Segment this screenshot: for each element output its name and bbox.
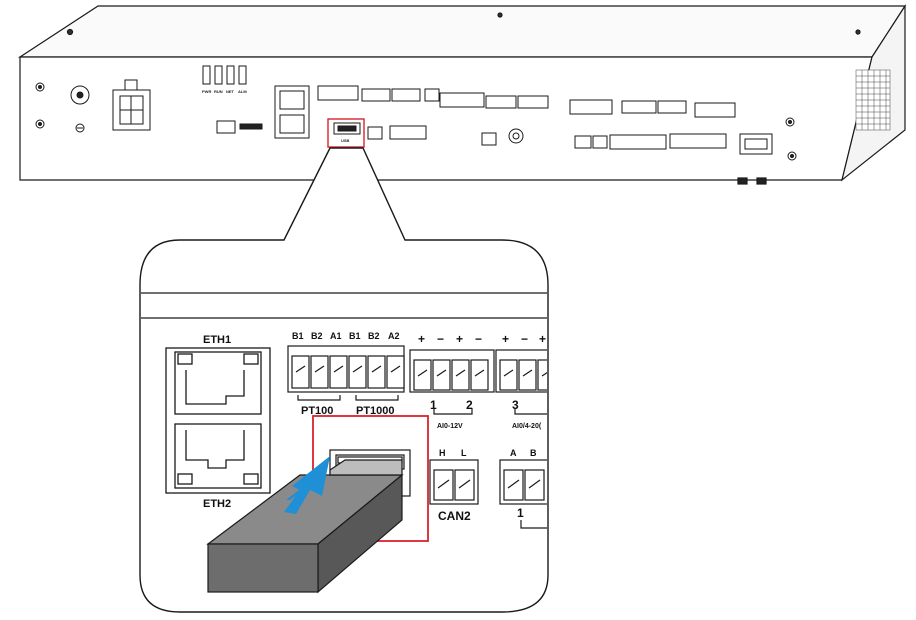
status-leds [202,65,247,85]
can2-terminal-block [429,459,479,505]
pt-terminal-block [287,345,405,401]
ai-num-2: 2 [466,398,473,412]
eth-port-block [165,347,271,494]
pt-pin-b2b: B2 [368,331,380,341]
eth2-label: ETH2 [203,498,231,510]
pt-pin-b1b: B1 [349,331,361,341]
led-label-pwr: PWR [202,89,211,94]
ai-sign-1: + [418,332,425,346]
pt1000-label: PT1000 [356,405,395,417]
rs-pin-b: B [530,448,537,458]
rs485-terminal-block [499,459,547,529]
ai-sign-4: − [475,332,482,346]
terminal-row-bottom [367,125,773,155]
device-usb-label: USB [341,138,350,143]
ai-range-label-2: AI0/4-20( [512,423,542,430]
ai-terminal-block [409,349,547,415]
zoomed-panel: ETH1 ETH2 B1 B2 A1 B1 B2 A2 PT100 PT1000 [141,241,547,611]
pt-pin-b1: B1 [292,331,304,341]
ai-sign-5: + [502,332,509,346]
pt-pin-b2: B2 [311,331,323,341]
rs-pin-a: A [510,448,517,458]
pt100-label: PT100 [301,405,333,417]
pt-pin-a2: A2 [388,331,400,341]
ai-sign-2: − [437,332,444,346]
ai-num-1: 1 [430,398,437,412]
terminal-row-top [317,85,736,118]
device-front-details: PWR RUN NET ALM [35,65,797,161]
eth1-label: ETH1 [203,334,231,346]
ai-sign-7: + [539,332,546,346]
ai-sign-3: + [456,332,463,346]
can-pin-l: L [461,448,467,458]
led-label-net: NET [226,89,235,94]
rs-num-1: 1 [517,506,524,520]
side-vents [855,69,891,131]
pt-pin-a1: A1 [330,331,342,341]
device-usb-highlight [327,118,365,148]
usb-stick [206,459,404,594]
led-label-alm: ALM [238,89,247,94]
can-pin-h: H [439,448,446,458]
can2-label: CAN2 [438,509,471,523]
led-label-run: RUN [214,89,223,94]
ai-sign-6: − [521,332,528,346]
device-top-face [17,5,907,58]
ai-num-3: 3 [512,398,519,412]
ai-range-label-1: AI0-12V [437,423,463,430]
